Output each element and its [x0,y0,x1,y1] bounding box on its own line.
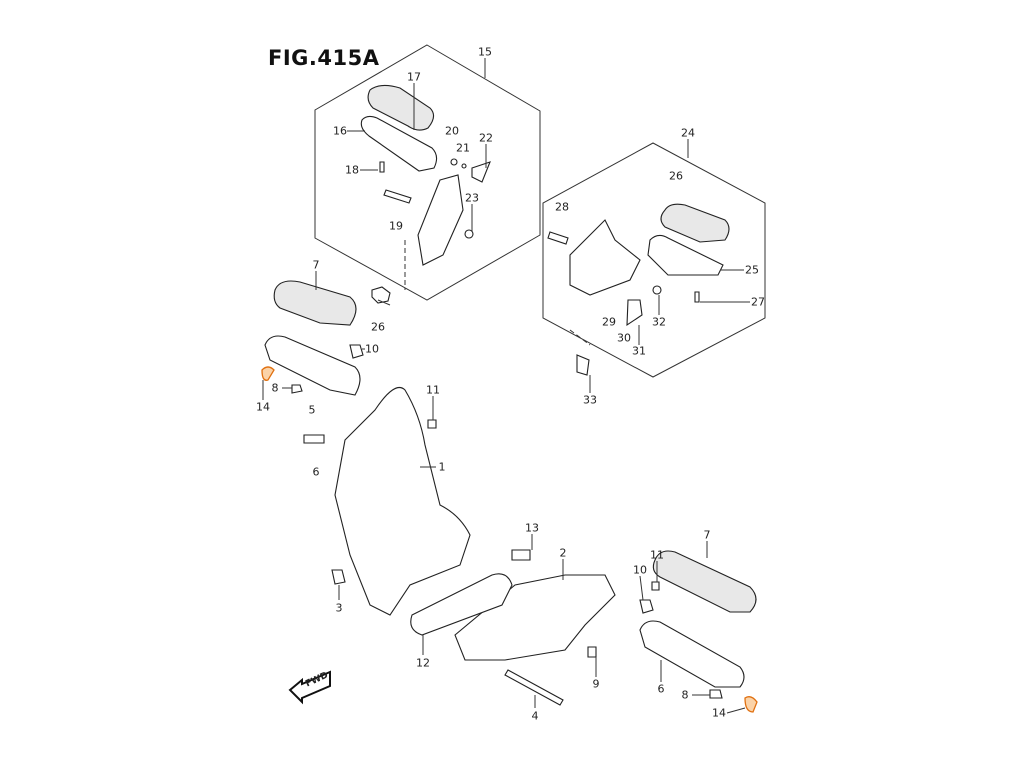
bracket-19 [417,174,464,266]
callout-16: 16 [333,124,347,138]
bolt-28 [547,231,569,245]
callout-26: 26 [669,169,683,183]
callout-5: 5 [308,403,316,417]
callout-1: 1 [438,460,446,474]
bolt-27 [694,291,700,303]
callout-26: 26 [371,320,385,334]
callout-23: 23 [465,191,479,205]
callout-14: 14 [712,706,726,720]
bracket-2 [454,574,616,661]
nut-26 [371,286,391,304]
callout-10: 10 [633,563,647,577]
assembly-group-24-outline [542,142,766,378]
washer-21 [461,163,467,169]
callout-27: 27 [751,295,765,309]
callout-7: 7 [312,258,320,272]
bolt-3 [331,569,346,585]
footrest-25 [647,234,724,276]
callout-6: 6 [657,682,665,696]
callout-12: 12 [416,656,430,670]
footrest-rubber-7-right [652,550,757,613]
callout-32: 32 [652,315,666,329]
callout-19: 19 [389,219,403,233]
callout-2: 2 [559,546,567,560]
callout-20: 20 [445,124,459,138]
callout-24: 24 [681,126,695,140]
callout-33: 33 [583,393,597,407]
leader [569,329,591,346]
footrest-rubber-26 [660,203,730,243]
forward-arrow-icon [288,670,331,705]
callout-8: 8 [681,688,689,702]
footrest-16 [360,115,438,172]
clip-11-right [651,581,660,591]
pin [383,189,412,204]
callout-9: 9 [592,677,600,691]
pin-14-left [261,366,275,381]
callout-28: 28 [555,200,569,214]
callout-4: 4 [531,709,539,723]
callout-13: 13 [525,521,539,535]
callout-29: 29 [602,315,616,329]
plate-31 [626,299,643,327]
callout-14: 14 [256,400,270,414]
callout-11: 11 [650,548,664,562]
callout-18: 18 [345,163,359,177]
long-bolt-4 [504,669,564,706]
footrest-5-left [264,335,361,396]
assembly-group-15-outline [314,44,541,301]
clip-11-left [427,419,437,429]
bracket-28 [569,219,641,296]
callout-21: 21 [456,141,470,155]
washer-10-right [639,599,654,614]
callout-15: 15 [478,45,492,59]
nut-8-left [291,384,303,394]
callout-10: 10 [365,342,379,356]
bolt-13 [511,549,531,561]
callout-7: 7 [703,528,711,542]
pin-14-right [744,696,758,713]
bolt-18 [379,161,385,173]
callout-25: 25 [745,263,759,277]
callout-30: 30 [617,331,631,345]
plate-12 [410,573,513,636]
main-bracket-1 [334,386,471,616]
bolt-6-left [303,434,325,444]
figure-title: FIG.415A [268,46,380,70]
callout-22: 22 [479,131,493,145]
callout-17: 17 [407,70,421,84]
callout-11: 11 [426,383,440,397]
washer-10-left [349,344,364,359]
footrest-6-right [639,620,745,688]
callout-3: 3 [335,601,343,615]
nut-8-right [709,689,723,699]
footrest-rubber-17 [367,84,435,131]
plate-22 [471,161,491,183]
bolt-33 [576,354,590,376]
callout-6: 6 [312,465,320,479]
spring-20 [450,158,458,166]
clip-32 [652,285,662,295]
bolt-9 [587,646,597,658]
callout-31: 31 [632,344,646,358]
leader-lines [262,58,750,714]
footrest-rubber-7-left [273,280,357,326]
clip-23 [464,229,474,239]
callout-8: 8 [271,381,279,395]
